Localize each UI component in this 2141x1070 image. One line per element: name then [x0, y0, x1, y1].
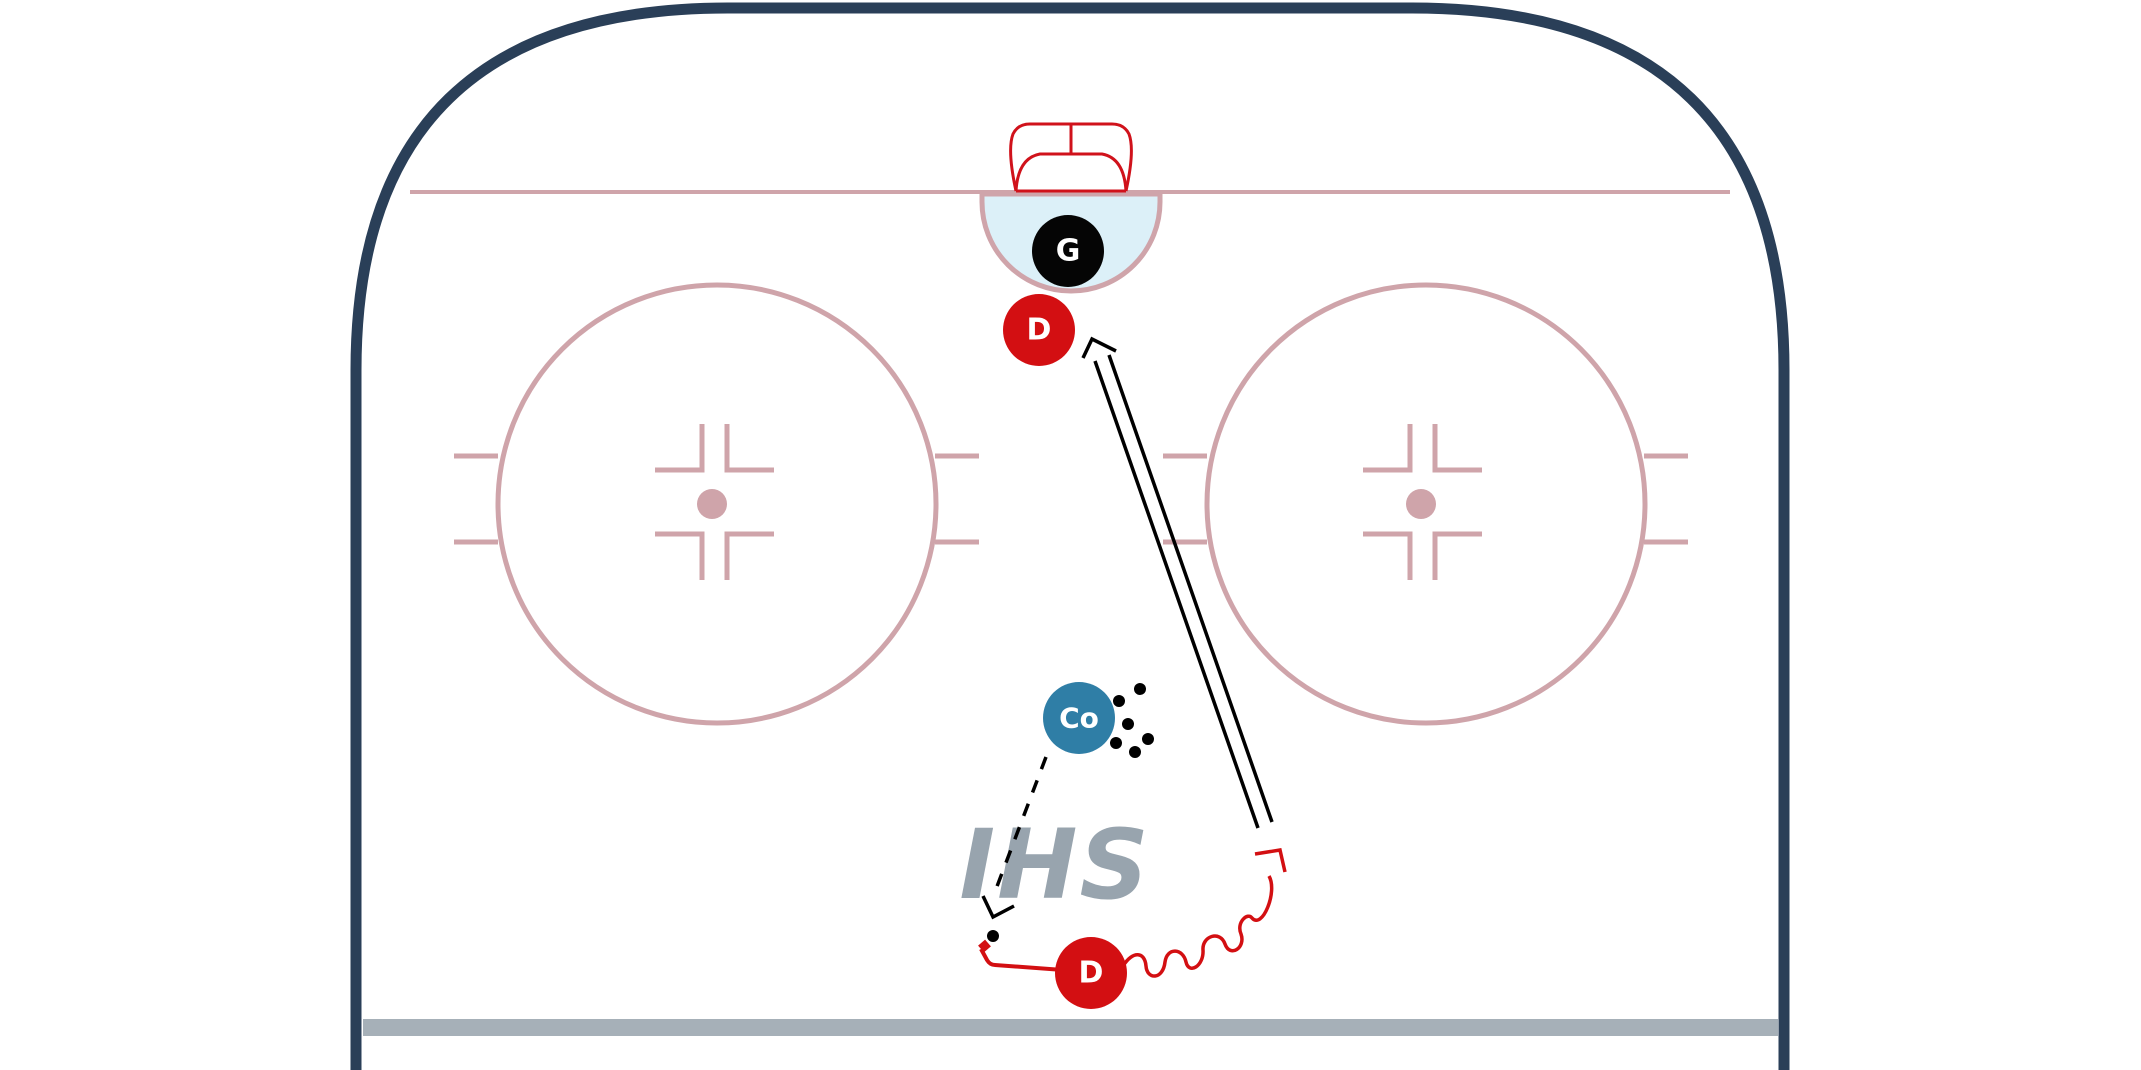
puck: [1134, 683, 1146, 695]
defense-top-label: D: [1027, 313, 1052, 348]
left-faceoff-circle: [454, 282, 979, 726]
pass-line-long: [1081, 336, 1274, 829]
puck: [1129, 746, 1141, 758]
logo-text: IHS: [959, 809, 1150, 921]
defense-player-bottom[interactable]: D: [1055, 937, 1127, 1009]
left-faceoff-dot: [697, 489, 727, 519]
puck: [1113, 695, 1125, 707]
pass-line-dashed: [981, 756, 1048, 920]
puck: [987, 930, 999, 942]
goalie-player[interactable]: G: [1032, 215, 1104, 287]
skate-path: [1121, 848, 1287, 978]
rink-boards: [350, 2, 1790, 1070]
right-faceoff-circle: [1163, 282, 1688, 726]
carry-line: [978, 939, 1091, 974]
pucks: [987, 683, 1154, 942]
coach-label: Co: [1059, 702, 1099, 735]
coach-player[interactable]: Co: [1043, 682, 1115, 754]
goal-net: [1009, 122, 1133, 193]
blue-line: [363, 1019, 1778, 1036]
right-faceoff-dot: [1406, 489, 1436, 519]
defense-bottom-label: D: [1079, 956, 1104, 991]
puck: [1122, 718, 1134, 730]
puck: [1110, 737, 1122, 749]
ihs-logo: IHS: [959, 809, 1150, 921]
puck: [1142, 733, 1154, 745]
goalie-label: G: [1056, 234, 1081, 269]
defense-player-top[interactable]: D: [1003, 294, 1075, 366]
